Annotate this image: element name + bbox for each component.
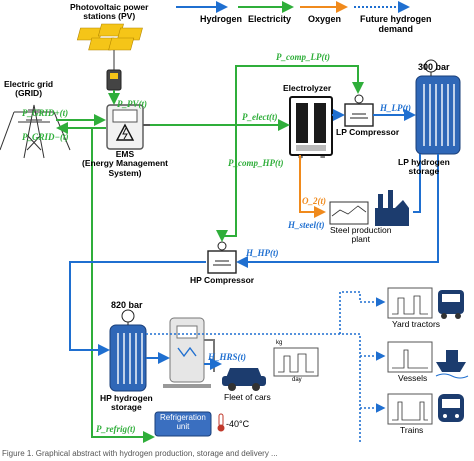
legend-electricity-label: Electricity xyxy=(248,14,292,24)
mini-chart-xlabel: day xyxy=(292,377,302,383)
cars-label: Fleet of cars xyxy=(224,392,271,402)
train-icon xyxy=(438,394,464,422)
legend-oxygen-label: Oxygen xyxy=(308,14,342,24)
var-p-comp-lp: P_comp_LP(t) xyxy=(276,52,330,62)
hp-compressor-icon xyxy=(207,241,237,274)
var-p-comp-hp: P_comp_HP(t) xyxy=(228,158,284,168)
refrigeration-unit-box xyxy=(154,411,212,437)
var-p-refrig: P_refrig(t) xyxy=(96,424,136,434)
var-p-grid-plus: P_GRID+(t) xyxy=(22,108,69,118)
pylon-icon xyxy=(0,104,71,159)
var-h-steel: H_steel(t) xyxy=(288,220,325,230)
oxygen-flow xyxy=(299,155,326,218)
var-p-pv: P_PV(t) xyxy=(117,99,147,109)
var-h-hp: H_HP(t) xyxy=(246,248,279,258)
legend-future-label: Future hydrogen demand xyxy=(360,14,432,34)
future-demand-flows xyxy=(146,291,386,444)
lp-pressure-label: 300 bar xyxy=(418,62,450,72)
pv-panels-icon xyxy=(76,23,143,51)
thermometer-icon xyxy=(217,413,225,432)
electrolyzer-label: Electrolyzer xyxy=(283,83,332,93)
var-h-lp: H_LP(t) xyxy=(380,103,411,113)
mini-chart-trains xyxy=(387,393,433,425)
steel-plant-label: Steel production plant xyxy=(330,225,392,245)
lp-storage-label: LP hydrogen storage xyxy=(398,157,450,177)
yard-tractors-label: Yard tractors xyxy=(392,319,441,329)
vessel-icon xyxy=(435,350,469,379)
temperature-label: -40°C xyxy=(226,419,250,429)
steel-plant-icon xyxy=(329,190,409,226)
pv-label: Photovoltaic power stations (PV) xyxy=(70,2,149,22)
lp-compressor-label: LP Compressor xyxy=(336,127,400,137)
trains-label: Trains xyxy=(400,425,424,435)
grid-label: Electric grid (GRID) xyxy=(4,79,54,99)
hp-compressor-label: HP Compressor xyxy=(190,275,255,285)
refuelling-station-icon xyxy=(163,317,215,388)
mini-chart-cars xyxy=(273,347,319,377)
mini-chart-ylabel: kg xyxy=(276,340,283,346)
var-o2: O_2(t) xyxy=(302,196,326,206)
var-p-grid-minus: P_GRID−(t) xyxy=(22,132,69,142)
hp-tank-icon xyxy=(109,309,147,392)
caption-fragment: Figure 1. Graphical abstract with hydrog… xyxy=(2,449,278,458)
yard-tractor-icon xyxy=(438,290,464,319)
refrigeration-label: Refrigeration unit xyxy=(160,413,206,431)
inverter-icon xyxy=(106,69,122,91)
legend-hydrogen-label: Hydrogen xyxy=(200,14,243,24)
var-p-elect: P_elect(t) xyxy=(242,112,278,122)
car-icon xyxy=(222,368,266,391)
svg-text:−: − xyxy=(320,152,325,162)
vessels-label: Vessels xyxy=(398,373,428,383)
electrolyzer-icon: + − xyxy=(289,96,333,162)
electricity-flows xyxy=(56,65,364,443)
hydrogen-flows xyxy=(69,109,439,370)
hp-pressure-label: 820 bar xyxy=(111,300,143,310)
ems-label: EMS (Energy Management System) xyxy=(82,149,168,178)
mini-chart-vessels xyxy=(387,341,433,373)
ems-icon xyxy=(106,104,150,150)
hp-storage-label: HP hydrogen storage xyxy=(100,393,153,413)
lp-tank-icon xyxy=(415,59,461,155)
mini-chart-yard xyxy=(387,287,433,319)
var-h-hrs: H_HRS(t) xyxy=(208,352,247,362)
lp-compressor-icon xyxy=(344,94,374,127)
